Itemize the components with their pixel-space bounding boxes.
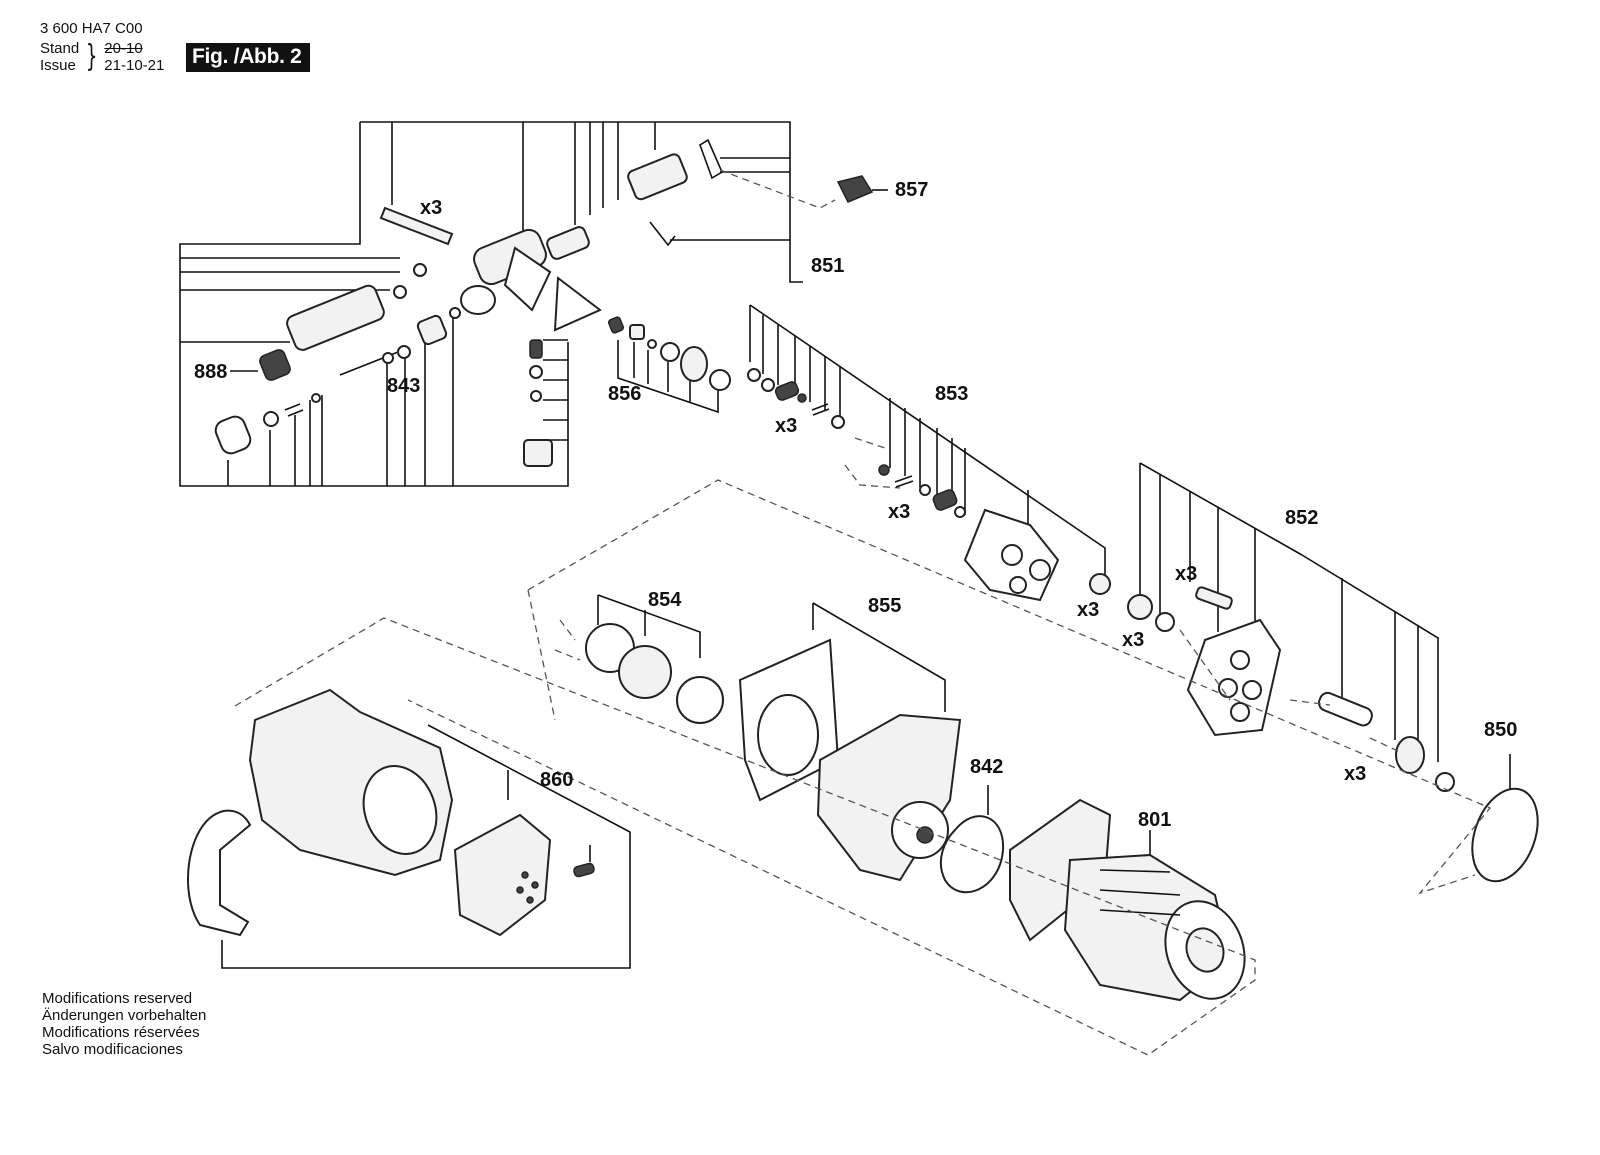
callout-853: 853 (935, 383, 968, 405)
revision-block: Stand Issue } 20-10 21-10-21 (40, 40, 164, 74)
callout-856: 856 (608, 383, 641, 405)
qty-label: x3 (1175, 563, 1197, 585)
qty-label: x3 (1344, 763, 1366, 785)
callout-843: 843 (387, 375, 420, 397)
stand-value: 20-10 (104, 40, 143, 57)
issue-value: 21-10-21 (104, 57, 165, 74)
notice-de: Änderungen vorbehalten (42, 1007, 207, 1024)
qty-label: x3 (775, 415, 797, 437)
part-801-motor (1009, 798, 1246, 1002)
callout-801: 801 (1138, 809, 1171, 831)
part-857-clip (719, 169, 888, 209)
part-856-group (607, 316, 731, 414)
brace-symbol: } (86, 39, 98, 74)
figure-label: Fig. /Abb. 2 (186, 43, 310, 72)
callout-857: 857 (895, 179, 928, 201)
part-852-group (1127, 462, 1455, 792)
notice-en: Modifications reserved (42, 990, 193, 1007)
valve-assembly-frame (179, 121, 803, 487)
part-854-group (554, 594, 724, 724)
qty-label: x3 (1122, 629, 1144, 651)
issue-label: Issue (40, 57, 76, 74)
qty-label: x3 (888, 501, 910, 523)
callout-860: 860 (540, 769, 573, 791)
callout-852: 852 (1285, 507, 1318, 529)
valve-body-parts (214, 138, 724, 467)
stand-label: Stand (40, 40, 80, 57)
callout-842: 842 (970, 756, 1003, 778)
qty-label: x3 (420, 197, 442, 219)
document-header: 3 600 HA7 C00 Stand Issue } 20-10 21-10-… (40, 20, 164, 74)
part-number: 3 600 HA7 C00 (40, 20, 143, 37)
part-842-gasket (939, 785, 1005, 894)
callout-851: 851 (811, 255, 844, 277)
motor-assembly-outline (234, 617, 1256, 1056)
part-855-group (738, 602, 962, 882)
part-853-group (747, 304, 1111, 602)
pump-assembly-outline (527, 479, 1492, 895)
notice-es: Salvo modificaciones (42, 1041, 183, 1058)
callout-888: 888 (194, 361, 227, 383)
callout-854: 854 (648, 589, 682, 611)
qty-label: x3 (1077, 599, 1099, 621)
callout-855: 855 (868, 595, 901, 617)
part-850-oring (1471, 754, 1539, 883)
part-860-group (187, 688, 631, 969)
callout-850: 850 (1484, 719, 1517, 741)
modifications-notice: Modifications reserved Änderungen vorbeh… (42, 990, 206, 1058)
notice-fr: Modifications réservées (42, 1024, 200, 1041)
